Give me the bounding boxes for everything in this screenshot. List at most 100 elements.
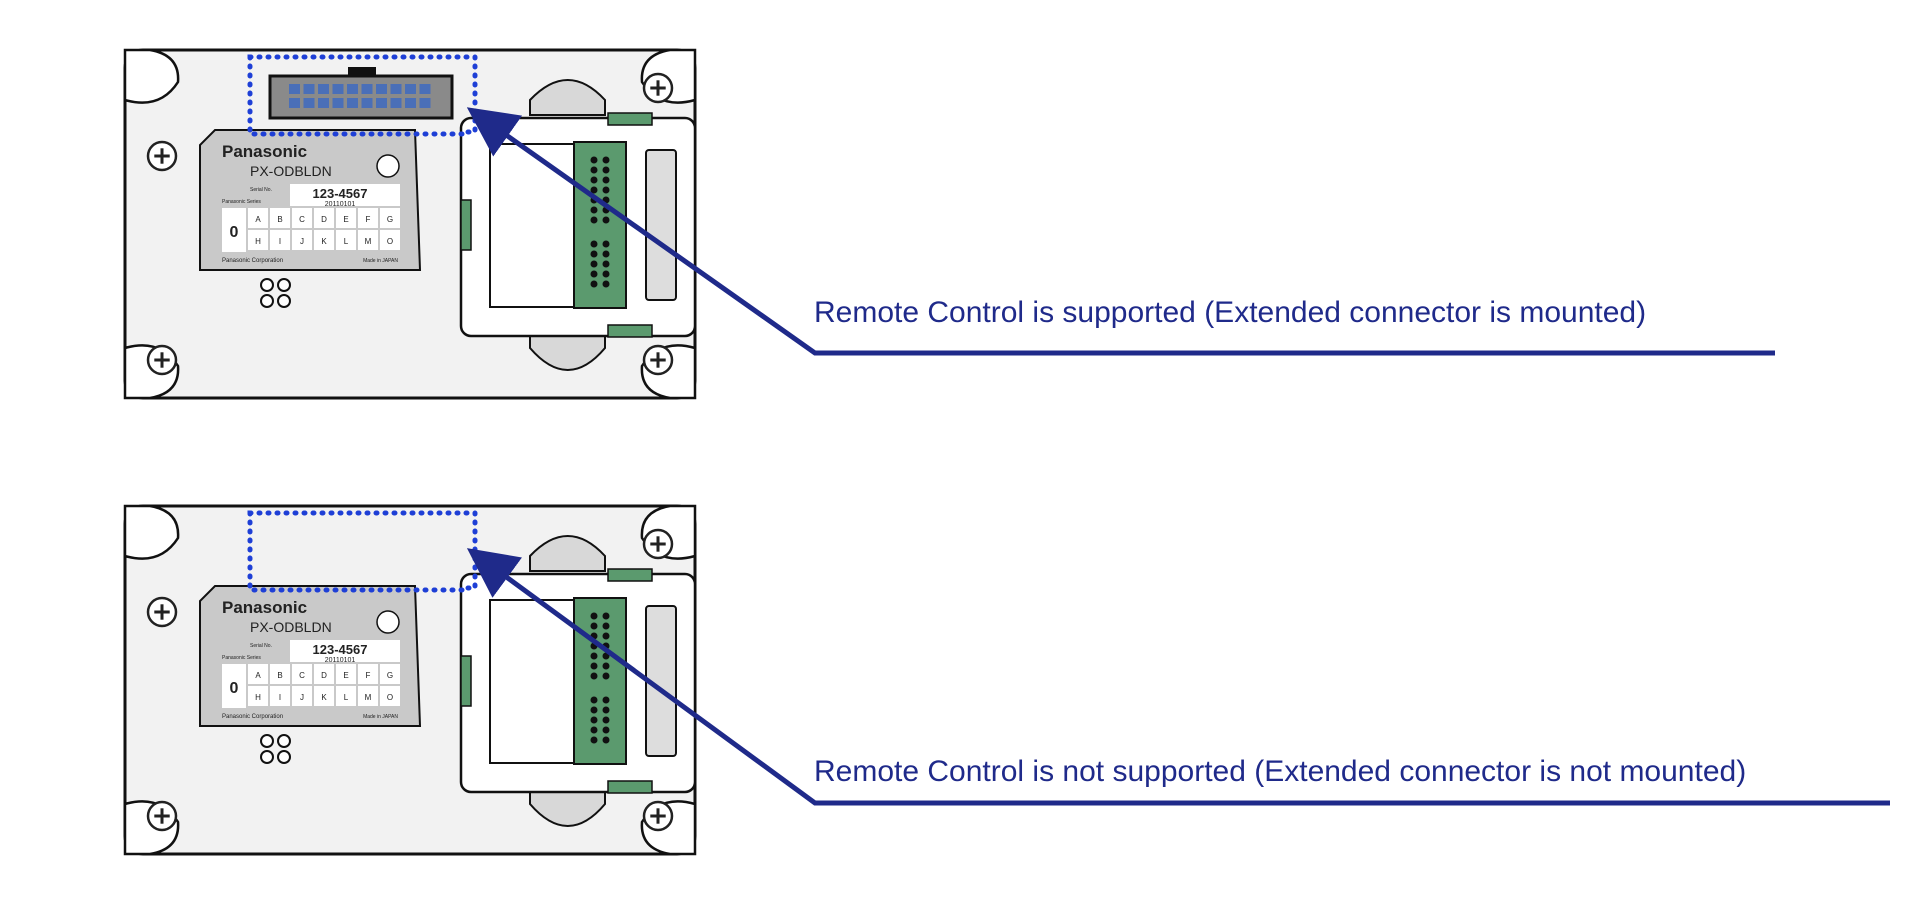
connector-pin	[303, 84, 315, 94]
terminal-tab	[607, 324, 653, 338]
grade-box	[222, 208, 246, 252]
terminal-pin	[590, 270, 598, 278]
led-indicator	[277, 750, 291, 764]
code-letter: H	[255, 237, 261, 246]
terminal-pin	[602, 270, 610, 278]
code-letter: B	[277, 215, 282, 224]
code-cell	[336, 208, 356, 228]
extended-connector	[268, 67, 454, 120]
screw-icon	[642, 344, 674, 376]
connector-pin	[289, 84, 300, 94]
leader-line-not-supported	[466, 548, 1890, 806]
code-cell	[270, 230, 290, 250]
code-cell	[358, 686, 378, 706]
code-letter: C	[299, 671, 305, 680]
terminal-pin	[590, 260, 598, 268]
connector-pin	[332, 98, 344, 108]
label-model: PX-ODBLDN	[250, 619, 332, 635]
code-cell	[358, 664, 378, 684]
connector-pin	[419, 98, 431, 108]
terminal-pin	[602, 622, 610, 630]
terminal-window	[489, 599, 579, 764]
label-grade: 0	[230, 680, 239, 697]
code-cell	[292, 686, 312, 706]
led-indicator	[260, 750, 274, 764]
code-cell	[248, 664, 268, 684]
serial-box	[290, 640, 400, 662]
terminal-pin	[602, 216, 610, 224]
connector-key	[348, 67, 376, 77]
code-letter: I	[279, 693, 281, 702]
screw-icon	[642, 72, 674, 104]
terminal-pin	[590, 652, 598, 660]
terminal-pin	[590, 662, 598, 670]
terminal-pin	[602, 186, 610, 194]
latch-top	[529, 79, 606, 116]
code-letter: O	[387, 237, 393, 246]
callout-remote-not-supported: Remote Control is not supported (Extende…	[814, 755, 1747, 788]
connector-pin	[347, 84, 358, 94]
code-cell	[270, 208, 290, 228]
terminal-pins	[590, 156, 610, 288]
terminal-pin	[590, 672, 598, 680]
corner-notch	[123, 48, 180, 104]
code-letter: O	[387, 693, 393, 702]
led-indicator	[260, 734, 274, 748]
connector-pin	[289, 98, 300, 108]
terminal-pin	[590, 216, 598, 224]
terminal-pin	[590, 716, 598, 724]
label-maker: Panasonic Corporation	[222, 714, 283, 720]
connector-pin	[361, 98, 373, 108]
connector-pin	[419, 84, 431, 94]
code-letter: L	[344, 237, 349, 246]
label-date: 20110101	[325, 657, 356, 664]
certification-icon	[376, 154, 400, 178]
label-serial: 123-4567	[313, 642, 368, 657]
connector-pin	[318, 84, 329, 94]
code-letter: J	[300, 237, 304, 246]
code-letter: G	[387, 671, 393, 680]
label-origin: Made in JAPAN	[363, 714, 398, 720]
code-cell	[380, 686, 400, 706]
label-origin: Made in JAPAN	[363, 258, 398, 264]
terminal-pin	[590, 726, 598, 734]
terminal-pin	[590, 206, 598, 214]
label-maker: Panasonic Corporation	[222, 258, 283, 264]
screw-icon	[146, 344, 178, 376]
code-letter: A	[255, 215, 261, 224]
connector-pin	[303, 98, 315, 108]
terminal-pin	[602, 696, 610, 704]
terminal-pin	[590, 280, 598, 288]
code-letter: E	[343, 671, 348, 680]
terminal-pin	[602, 176, 610, 184]
code-cell	[314, 664, 334, 684]
code-letter: D	[321, 215, 327, 224]
code-cell	[336, 686, 356, 706]
code-cell	[292, 230, 312, 250]
screw-icon	[146, 800, 178, 832]
terminal-tab	[607, 780, 653, 794]
code-cell	[380, 664, 400, 684]
code-letter: M	[365, 237, 372, 246]
label-serial-caption: Serial No.	[250, 187, 272, 193]
connector-pin	[332, 84, 344, 94]
leader-line-supported	[466, 107, 1775, 356]
terminal-tab	[607, 568, 653, 582]
code-letter: M	[365, 693, 372, 702]
code-letter: B	[277, 671, 282, 680]
connector-highlight-outline	[247, 54, 478, 137]
terminal-strip	[573, 597, 627, 765]
connector-pin	[376, 84, 387, 94]
connector-pin	[361, 84, 373, 94]
code-letter: A	[255, 671, 261, 680]
terminal-pin	[590, 166, 598, 174]
terminal-strip	[573, 141, 627, 309]
side-clip	[460, 655, 472, 707]
terminal-pin	[590, 176, 598, 184]
label-series: Panasonic Series	[222, 199, 261, 205]
led-indicator	[277, 294, 291, 308]
code-letter: C	[299, 215, 305, 224]
connector-pin	[376, 98, 387, 108]
